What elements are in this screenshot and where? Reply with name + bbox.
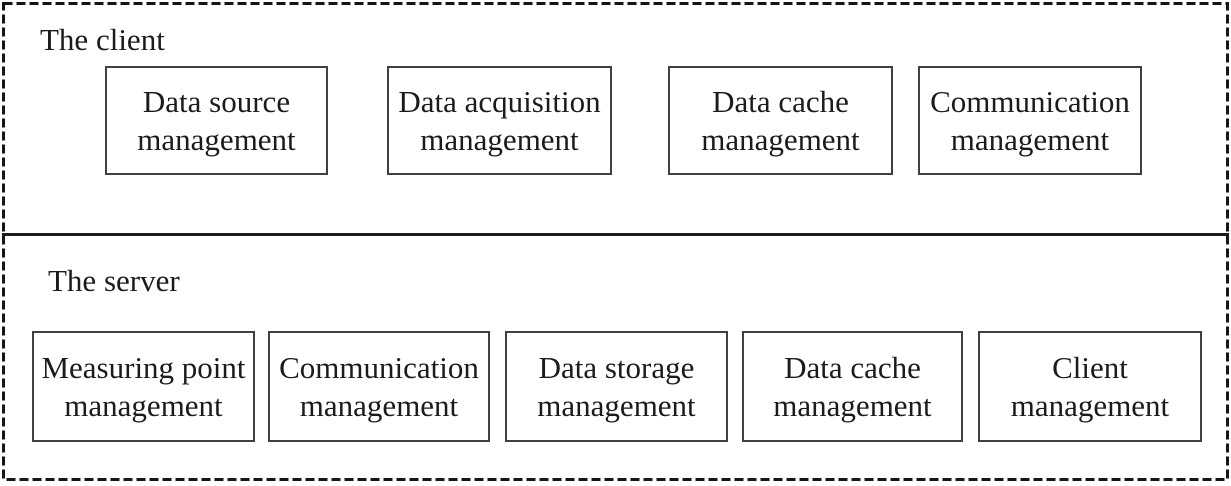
server-box-measuring-point-management: Measuring point management bbox=[32, 331, 255, 442]
server-section-label: The server bbox=[48, 263, 180, 298]
client-box-communication-management: Communication management bbox=[918, 66, 1142, 175]
client-box-data-cache-management: Data cache management bbox=[668, 66, 893, 175]
server-box-data-storage-management: Data storage management bbox=[505, 331, 728, 442]
client-server-divider-line bbox=[2, 233, 1229, 236]
client-section-label: The client bbox=[40, 22, 165, 57]
client-box-data-source-management: Data source management bbox=[105, 66, 328, 175]
server-box-client-management: Client management bbox=[978, 331, 1202, 442]
server-box-data-cache-management: Data cache management bbox=[742, 331, 963, 442]
client-box-data-acquisition-management: Data acquisition management bbox=[387, 66, 612, 175]
server-box-communication-management: Communication management bbox=[268, 331, 490, 442]
